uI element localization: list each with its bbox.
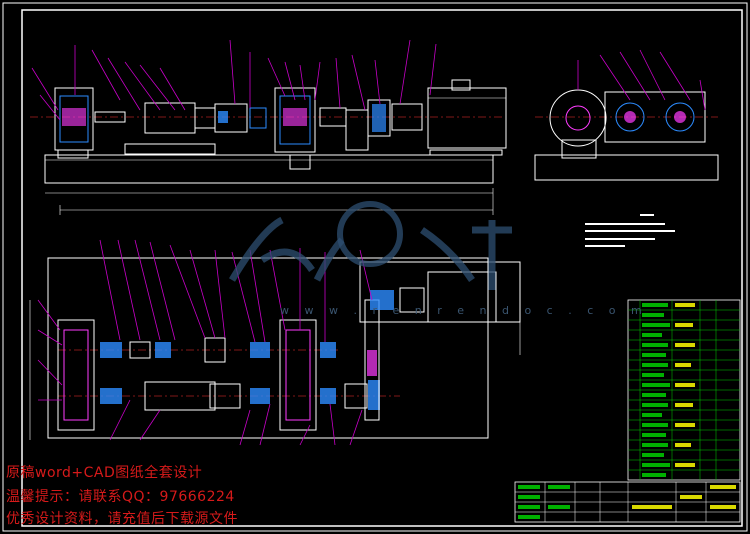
watermark-line-2: 温馨提示：请联系QQ：97666224 <box>6 489 235 505</box>
inner-border <box>21 9 743 527</box>
parts-list-table <box>627 299 741 481</box>
website-watermark: w w w . r e n r e n d o c . c o m <box>280 304 648 317</box>
renren-wenku-logo <box>228 201 512 290</box>
title-block <box>514 481 741 523</box>
technical-notes <box>585 214 675 247</box>
plan-view <box>29 239 521 446</box>
front-view <box>30 39 507 215</box>
watermark-line-3: 优秀设计资料，请充值后下载源文件 <box>6 511 238 527</box>
watermark-line-1: 原稿word+CAD图纸全套设计 <box>6 465 203 481</box>
side-view <box>534 49 719 181</box>
